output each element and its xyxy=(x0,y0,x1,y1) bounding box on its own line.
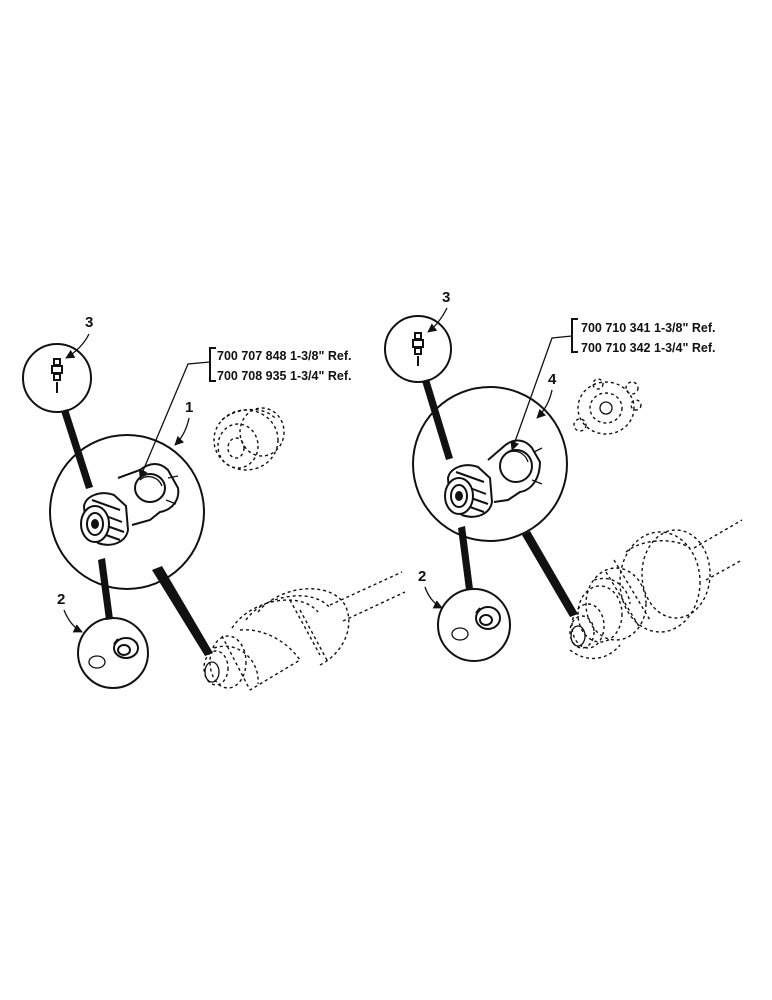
right-wedge-shaft xyxy=(522,531,578,617)
left-wedge-item2 xyxy=(98,558,113,620)
left-part-ref-2: 700 708 935 1-3/4" Ref. xyxy=(217,369,352,383)
right-coupler xyxy=(444,439,543,518)
left-detail-circle xyxy=(49,434,205,590)
callout-1: 1 xyxy=(185,399,193,416)
right-circle-item3 xyxy=(384,315,452,383)
left-coupler xyxy=(80,463,180,546)
right-circle-item2 xyxy=(437,588,511,662)
left-assembly: 1 2 3 700 707 848 1-3/8" Ref. 700 708 93… xyxy=(22,314,406,691)
right-driveshaft xyxy=(569,519,743,660)
right-wedge-item2 xyxy=(458,526,473,590)
grease-fitting-icon xyxy=(51,358,63,393)
right-part-ref-1: 700 710 341 1-3/8" Ref. xyxy=(581,321,716,335)
left-circle-item3 xyxy=(22,343,92,413)
bushing-icon xyxy=(451,606,501,641)
left-wedge-item3 xyxy=(61,409,93,489)
bushing-icon xyxy=(88,637,139,669)
left-circle-item2 xyxy=(77,617,149,689)
left-ghost-yoke xyxy=(213,407,285,471)
left-driveshaft xyxy=(203,571,406,691)
right-assembly: 4 2 3 700 710 341 1-3/8" Ref. 700 710 34… xyxy=(384,289,743,662)
left-callout-3: 3 xyxy=(85,314,93,331)
grease-fitting-icon xyxy=(412,332,424,366)
right-ghost-flange xyxy=(573,378,642,435)
right-detail-circle xyxy=(412,386,568,542)
right-callout-3: 3 xyxy=(442,289,450,306)
right-wedge-item3 xyxy=(422,379,453,460)
callout-4: 4 xyxy=(548,371,557,388)
right-part-ref-2: 700 710 342 1-3/4" Ref. xyxy=(581,341,716,355)
right-callout-2: 2 xyxy=(418,568,426,585)
left-part-ref-1: 700 707 848 1-3/8" Ref. xyxy=(217,349,352,363)
left-wedge-shaft xyxy=(152,566,213,656)
left-callout-2: 2 xyxy=(57,591,65,608)
